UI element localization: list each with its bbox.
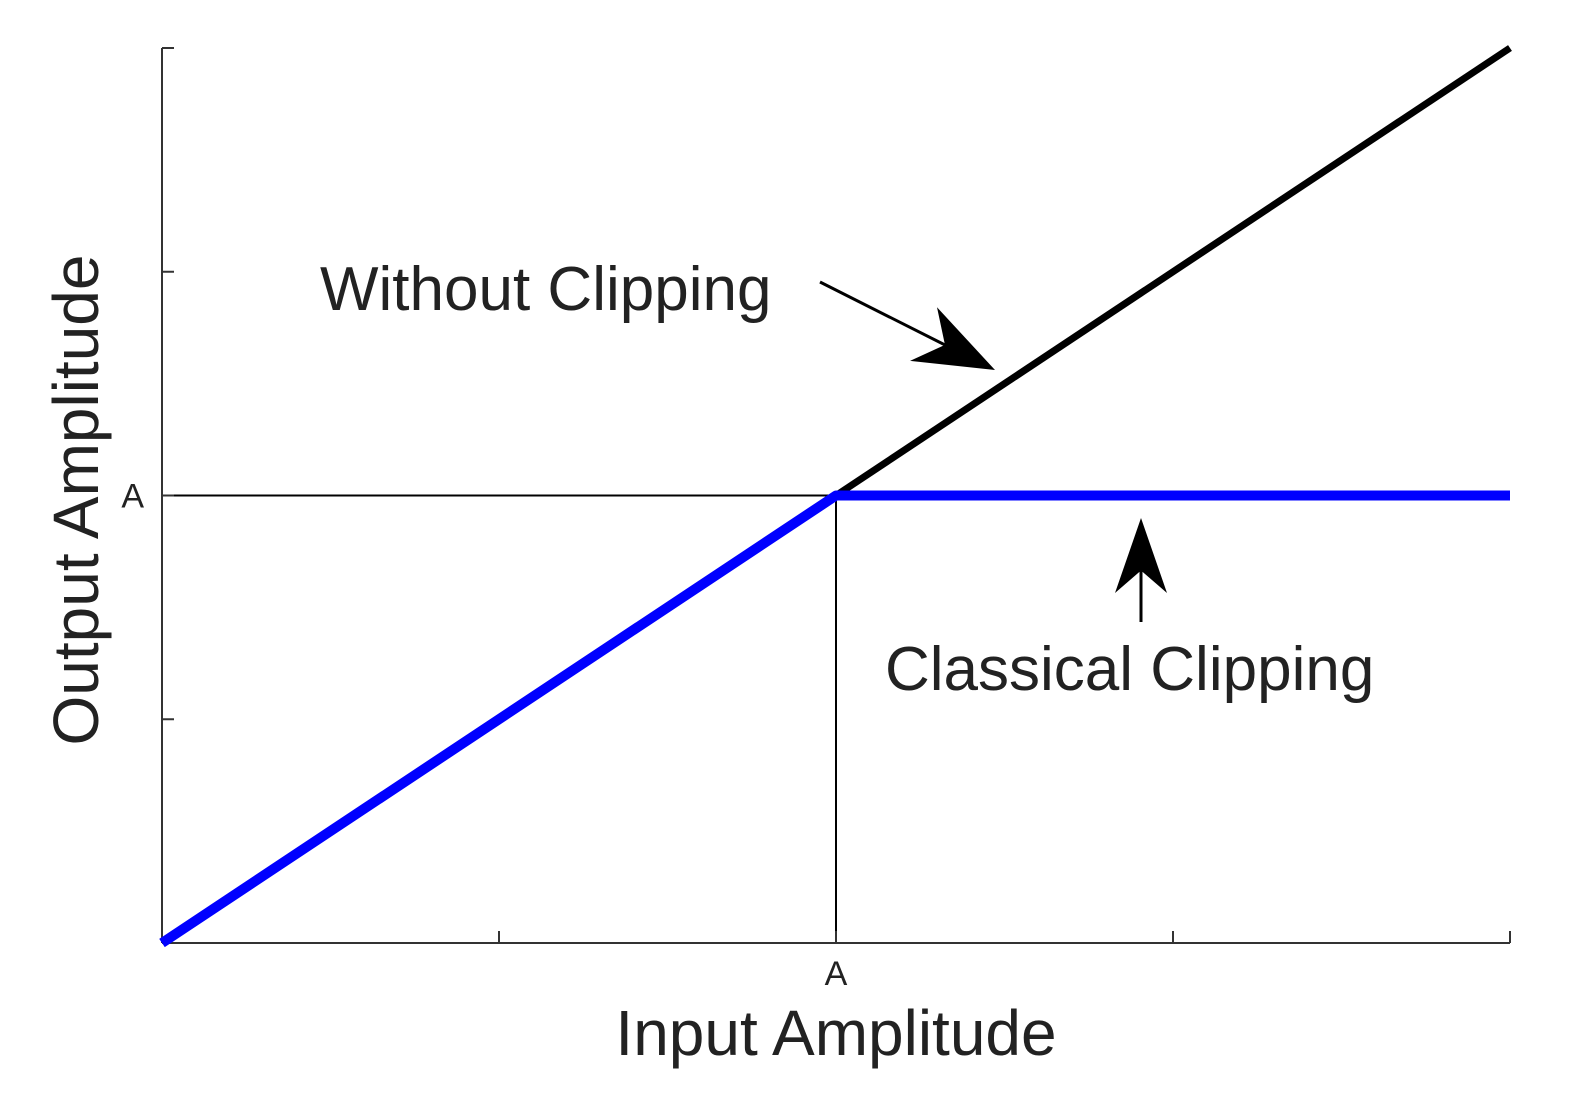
series: [159, 45, 1512, 948]
series-line-2: [159, 490, 1510, 948]
arrow-head-icon: [1115, 518, 1167, 593]
y-axis-title: Output Amplitude: [40, 255, 112, 746]
x-tick-label: A: [825, 955, 848, 993]
series-line-1: [834, 45, 1512, 499]
annotation-arrow-without-clipping: [819, 280, 956, 352]
annotations: Without Clipping Classical Clipping: [320, 255, 1374, 704]
arrow-head-icon: [910, 307, 995, 370]
y-tick-label: A: [121, 478, 144, 516]
reference-lines: [162, 494, 1510, 943]
x-axis-title: Input Amplitude: [615, 997, 1056, 1069]
annotation-classical-clipping: Classical Clipping: [885, 635, 1374, 704]
annotation-without-clipping: Without Clipping: [320, 255, 771, 324]
